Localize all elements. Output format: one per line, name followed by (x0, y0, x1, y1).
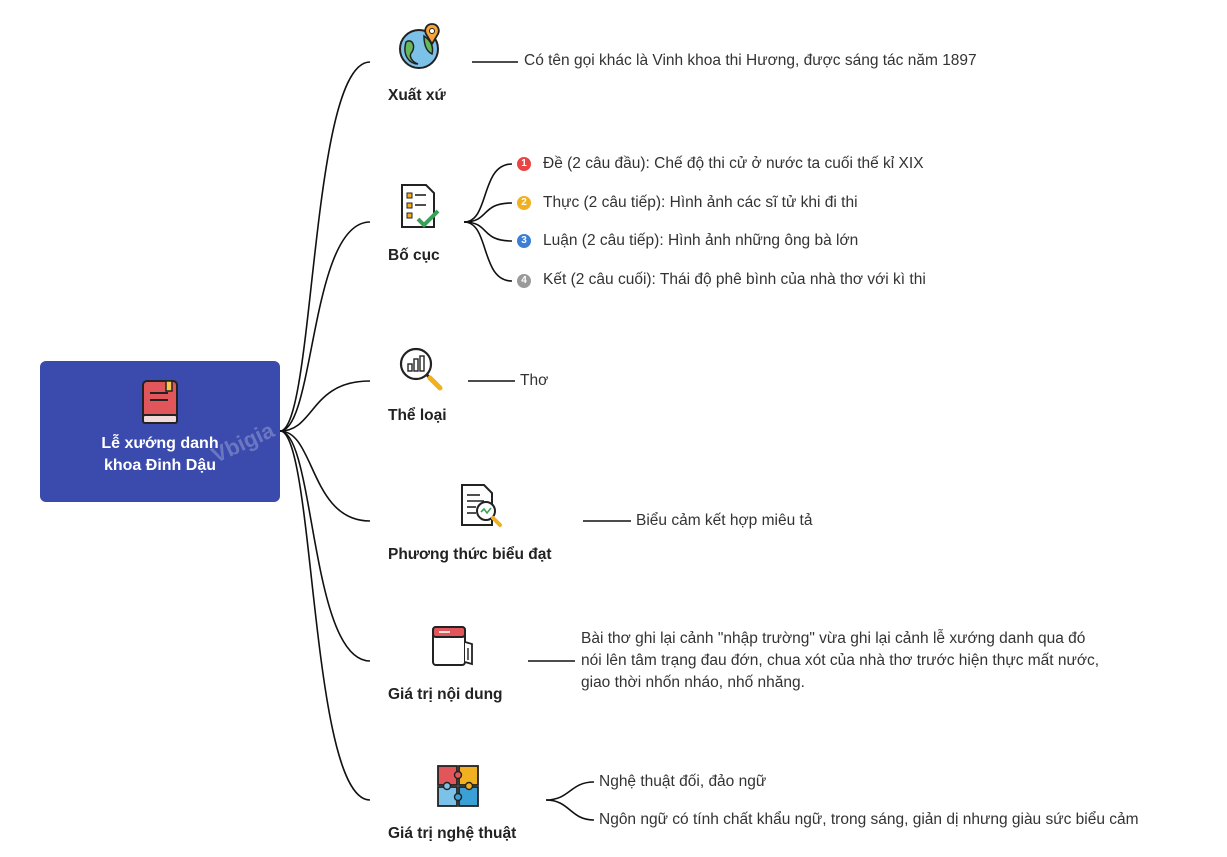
leaf-bo-cuc-ket: Kết (2 câu cuối): Thái độ phê bình của n… (543, 271, 926, 288)
checklist-icon (401, 184, 440, 228)
leaf-bo-cuc-thuc: Thực (2 câu tiếp): Hình ảnh các sĩ tử kh… (543, 194, 858, 211)
calendar-book-icon (432, 626, 473, 666)
book-icon (142, 380, 178, 424)
leaf-noi-dung-line3: giao thời nhốn nháo, nhố nhăng. (581, 674, 805, 691)
leaf-bo-cuc-luan: Luận (2 câu tiếp): Hình ảnh những ông bà… (543, 232, 859, 249)
magnifier-chart-icon (399, 347, 443, 391)
leaf-nghe-thuat-1: Nghệ thuật đối, đảo ngữ (599, 773, 767, 790)
leaf-phuong-thuc: Biểu cảm kết hợp miêu tả (636, 512, 813, 529)
document-search-icon (461, 484, 502, 527)
globe-location-icon (399, 23, 440, 69)
leaf-the-loai: Thơ (520, 372, 549, 389)
badge-3: 3 (517, 234, 531, 248)
badge-4: 4 (517, 274, 531, 288)
branch-label-xuat-xu[interactable]: Xuất xứ (388, 87, 446, 104)
badge-2: 2 (517, 196, 531, 210)
branch-label-the-loai[interactable]: Thể loại (388, 407, 447, 424)
puzzle-icon (437, 765, 479, 807)
leaf-noi-dung-line2: nói lên tâm trạng đau đớn, chua xót của … (581, 652, 1100, 669)
root-title: Lễ xướng danh khoa Đinh Dậu (101, 433, 218, 477)
branch-label-phuong-thuc[interactable]: Phương thức biểu đạt (388, 546, 552, 563)
root-title-line2: khoa Đinh Dậu (103, 457, 216, 474)
branch-label-nghe-thuat[interactable]: Giá trị nghệ thuật (388, 825, 517, 842)
leaf-noi-dung: Bài thơ ghi lại cảnh "nhập trường" vừa g… (581, 628, 1181, 694)
leaf-xuat-xu: Có tên gọi khác là Vinh khoa thi Hương, … (524, 52, 977, 69)
badge-1: 1 (517, 157, 531, 171)
root-node[interactable]: Lễ xướng danh khoa Đinh Dậu (40, 361, 280, 502)
leaf-bo-cuc-de: Đề (2 câu đầu): Chế độ thi cử ở nước ta … (543, 155, 924, 172)
root-title-line1: Lễ xướng danh (101, 435, 219, 452)
branch-label-noi-dung[interactable]: Giá trị nội dung (388, 686, 503, 703)
leaf-nghe-thuat-2: Ngôn ngữ có tính chất khẩu ngữ, trong sá… (599, 811, 1139, 828)
leaf-noi-dung-line1: Bài thơ ghi lại cảnh "nhập trường" vừa g… (581, 630, 1086, 647)
branch-label-bo-cuc[interactable]: Bố cục (388, 247, 440, 264)
